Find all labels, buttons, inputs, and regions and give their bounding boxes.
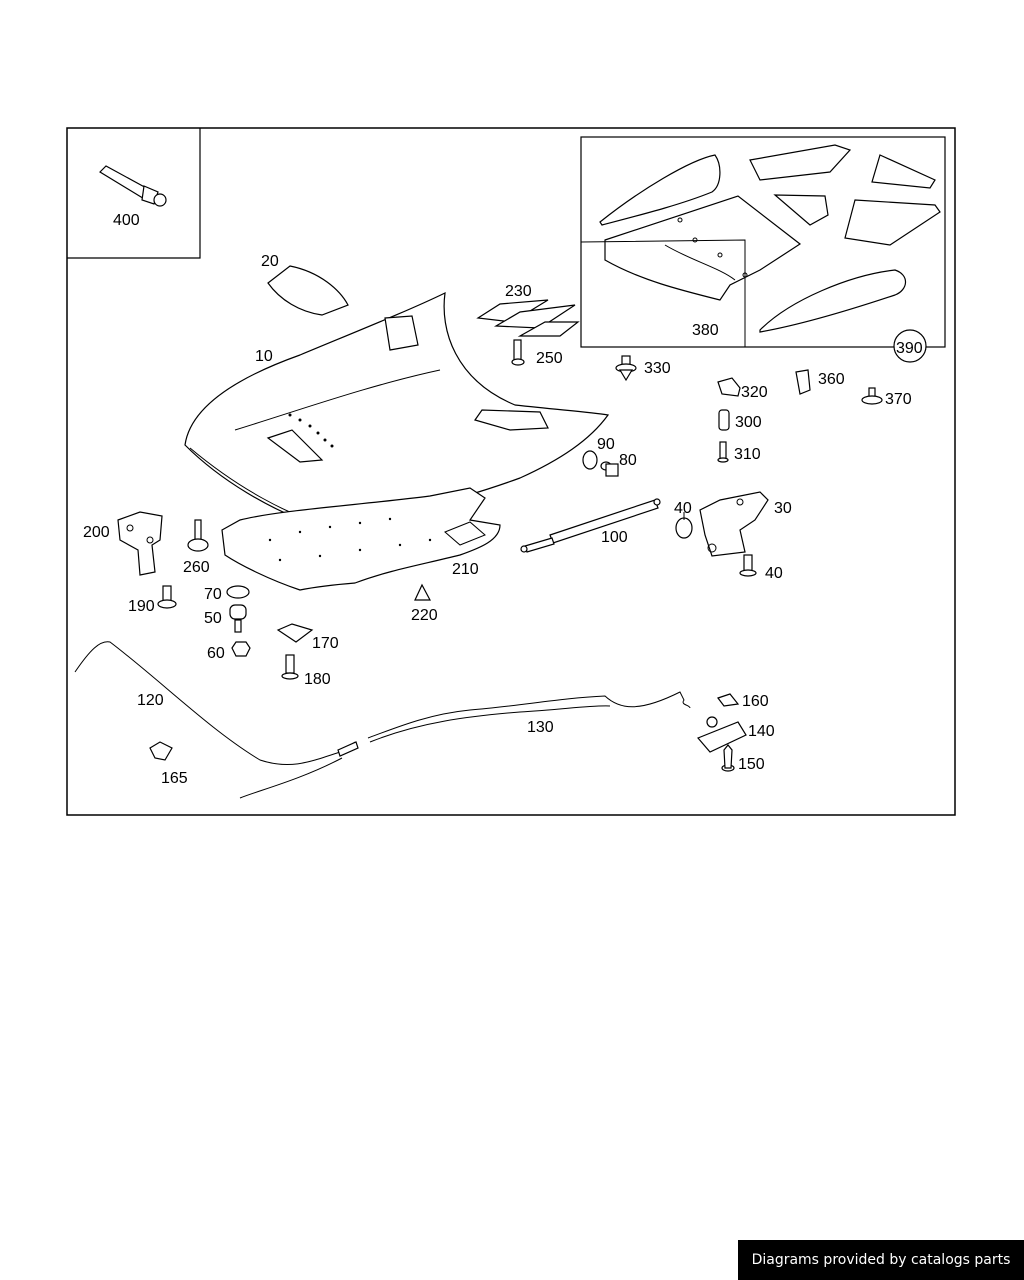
part-380-insulation-pads <box>599 144 941 301</box>
label-330: 330 <box>644 360 671 377</box>
part-160-clip <box>717 693 740 707</box>
part-310-screw <box>717 441 729 463</box>
part-220-clip <box>414 583 431 601</box>
label-165: 165 <box>161 770 188 787</box>
part-165-clip <box>149 741 173 761</box>
label-160: 160 <box>742 693 769 710</box>
label-80: 80 <box>619 452 637 469</box>
part-250-screw <box>511 339 525 366</box>
label-300: 300 <box>735 414 762 431</box>
label-140: 140 <box>748 723 775 740</box>
label-250: 250 <box>536 350 563 367</box>
label-150: 150 <box>738 756 765 773</box>
label-30: 30 <box>774 500 792 517</box>
part-120-cable <box>74 641 356 799</box>
label-50: 50 <box>204 610 222 627</box>
part-100-strut <box>520 498 661 553</box>
part-140-bracket <box>696 716 747 753</box>
label-360: 360 <box>818 371 845 388</box>
part-170-plate <box>276 623 314 643</box>
label-10: 10 <box>255 348 273 365</box>
label-380: 380 <box>692 322 719 339</box>
part-60-nut <box>231 641 251 657</box>
inset-400-frame <box>67 128 201 259</box>
part-190-bolt <box>157 585 177 609</box>
label-370: 370 <box>885 391 912 408</box>
part-400-tube <box>99 165 167 207</box>
label-310: 310 <box>734 446 761 463</box>
part-200-latch <box>117 511 163 576</box>
part-80-bolt <box>600 461 619 477</box>
part-120-cable-end <box>337 741 359 757</box>
part-20 <box>267 265 349 316</box>
part-300-spacer <box>718 409 730 431</box>
label-200: 200 <box>83 524 110 541</box>
label-100: 100 <box>601 529 628 546</box>
part-180-bolt <box>281 654 299 680</box>
part-260-bumper <box>187 519 209 552</box>
label-130: 130 <box>527 719 554 736</box>
label-60: 60 <box>207 645 225 662</box>
footer-credit: Diagrams provided by catalogs parts <box>738 1240 1024 1280</box>
part-230-grilles <box>476 299 580 337</box>
diagram-frame <box>66 127 956 816</box>
part-130-cable <box>367 691 691 739</box>
part-210-liner <box>221 487 501 591</box>
part-40-bolt-lower <box>739 554 757 577</box>
part-390-badge <box>893 329 927 363</box>
label-400: 400 <box>113 212 140 229</box>
label-190: 190 <box>128 598 155 615</box>
inset-390-frame <box>580 239 945 348</box>
part-150-screw <box>721 744 735 772</box>
label-70: 70 <box>204 586 222 603</box>
part-30-hinge <box>699 491 769 557</box>
part-390-pad <box>759 269 907 333</box>
label-390: 390 <box>896 340 923 357</box>
label-320: 320 <box>741 384 768 401</box>
part-70-disc <box>226 585 250 599</box>
part-360-clip <box>795 369 811 395</box>
part-320-clip <box>717 377 741 397</box>
label-180: 180 <box>304 671 331 688</box>
label-170: 170 <box>312 635 339 652</box>
label-20: 20 <box>261 253 279 270</box>
label-210: 210 <box>452 561 479 578</box>
part-370-clip <box>861 387 883 405</box>
part-330-clip <box>615 355 637 382</box>
label-90: 90 <box>597 436 615 453</box>
label-260: 260 <box>183 559 210 576</box>
label-220: 220 <box>411 607 438 624</box>
part-50-buffer <box>229 604 247 633</box>
label-230: 230 <box>505 283 532 300</box>
part-90-washer <box>582 450 598 470</box>
label-40-lower: 40 <box>765 565 783 582</box>
label-120: 120 <box>137 692 164 709</box>
part-40-washer-left <box>675 517 693 539</box>
label-40-upper: 40 <box>674 500 692 517</box>
